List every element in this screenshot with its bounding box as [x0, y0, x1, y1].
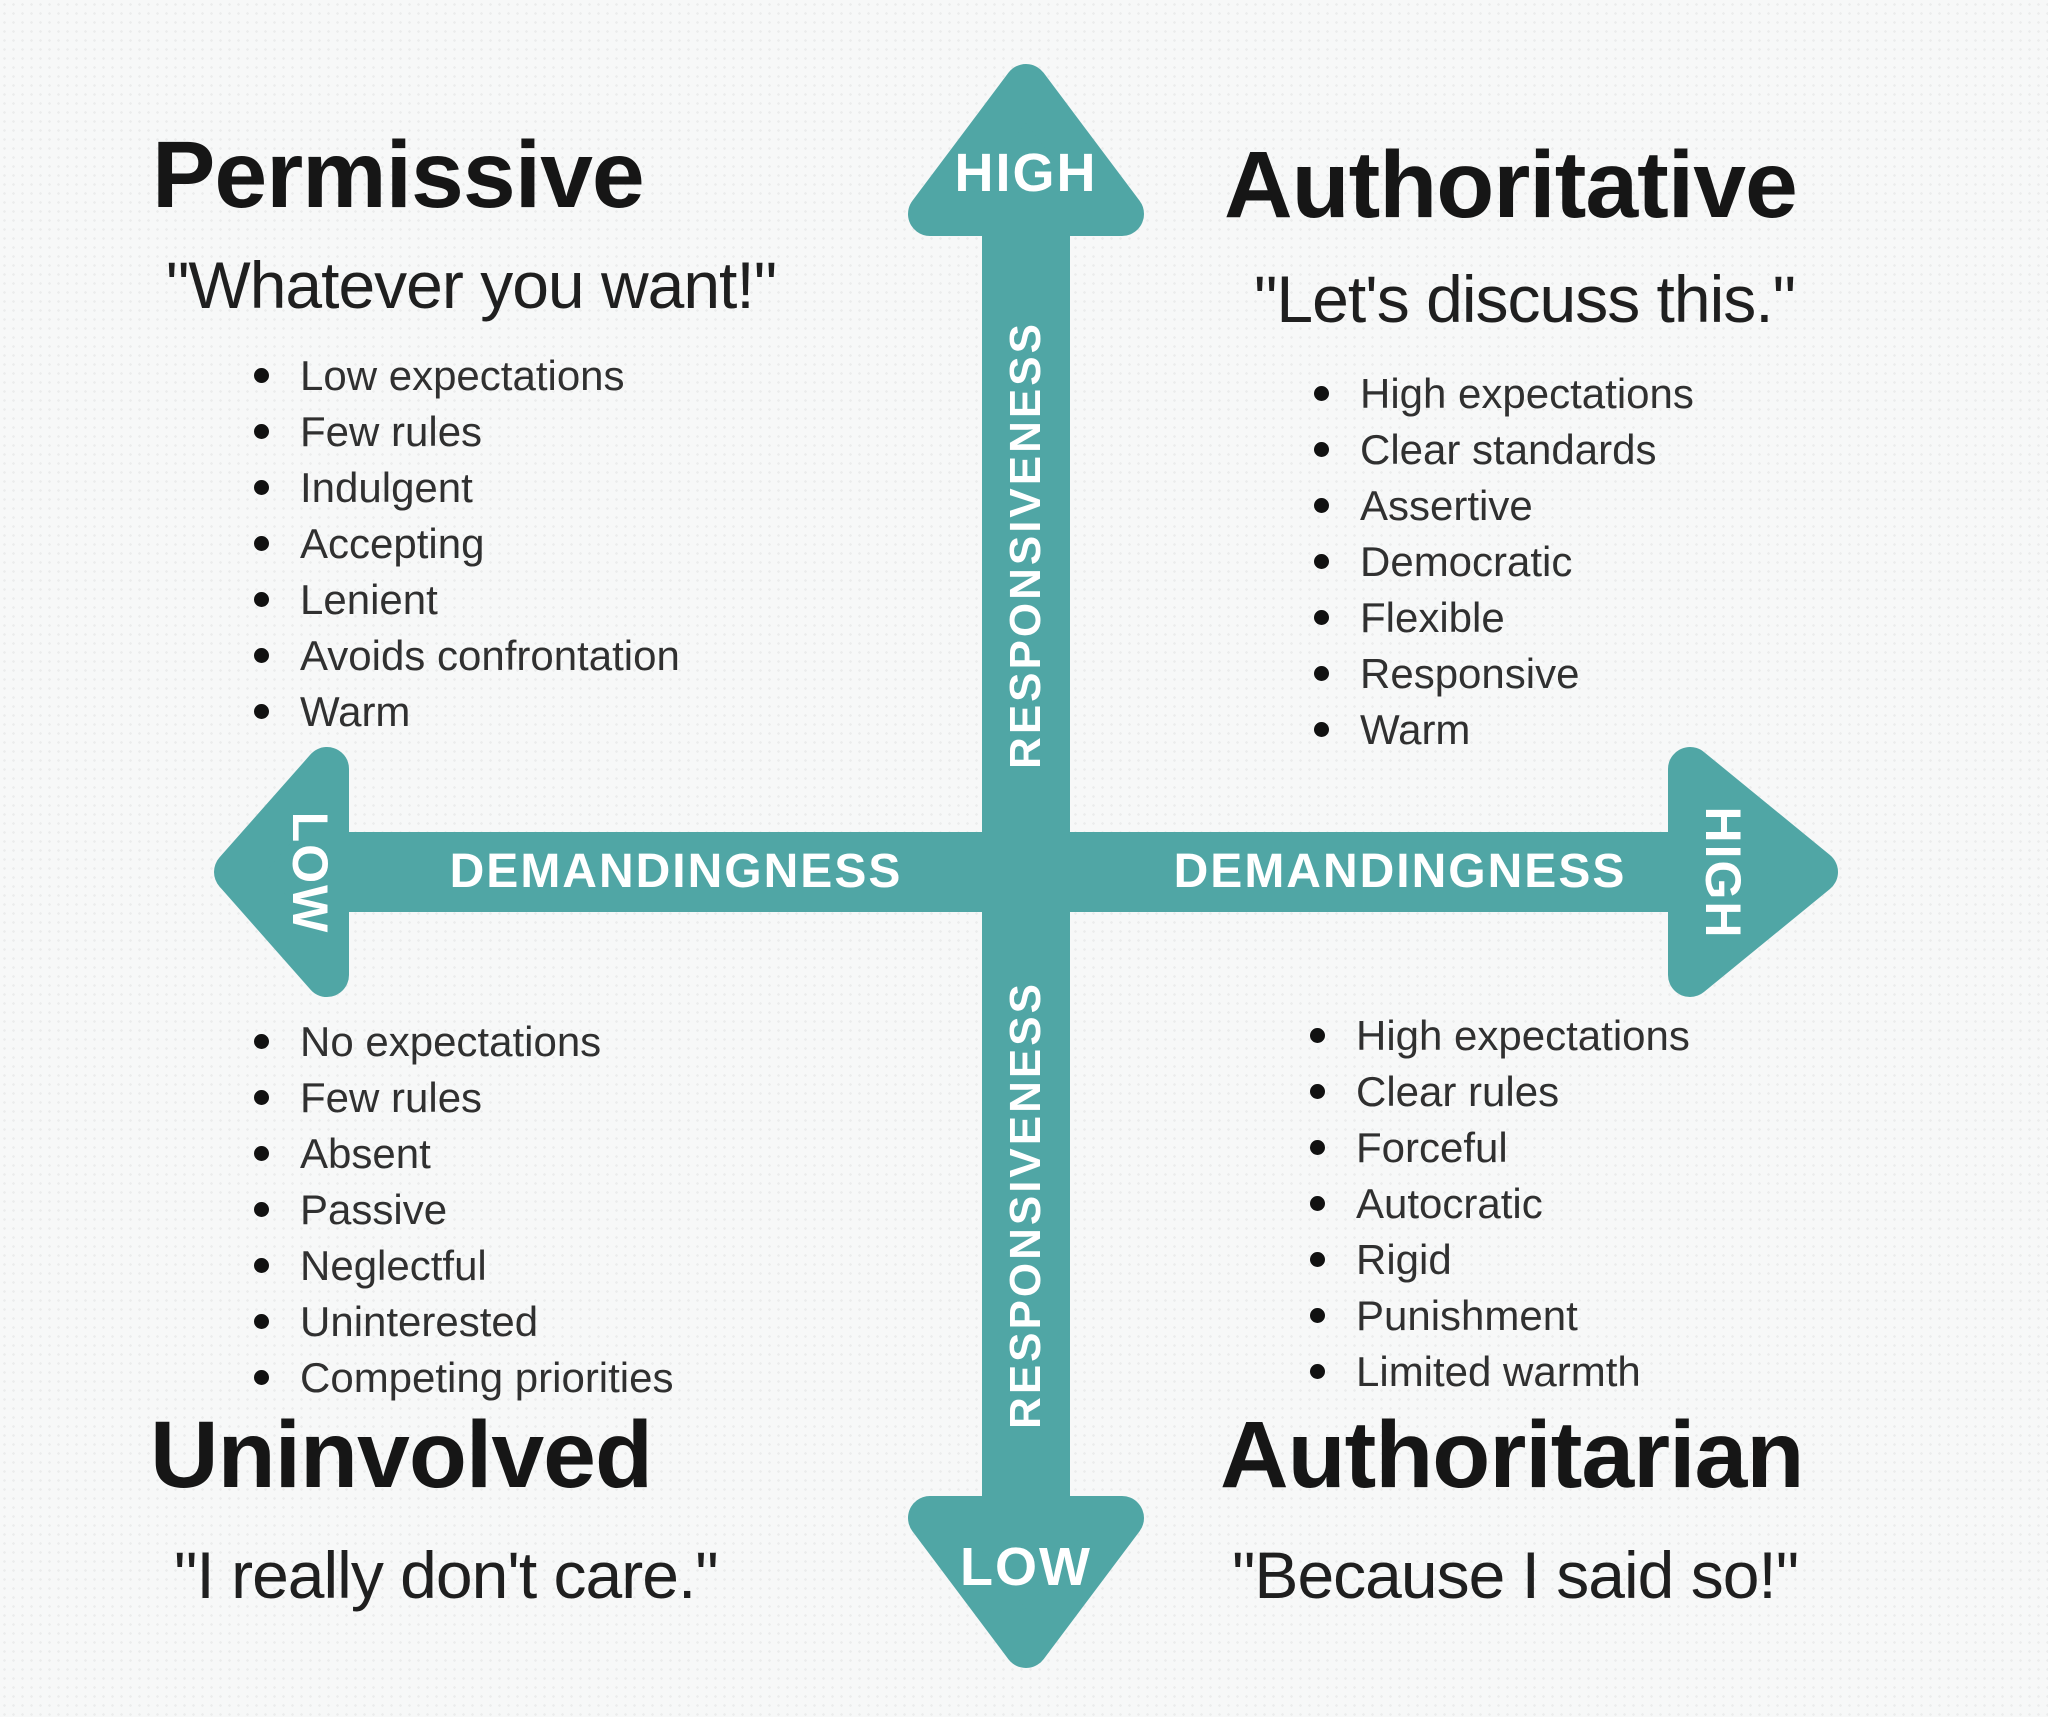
- quadrant-title: Permissive: [152, 122, 645, 228]
- trait-item: Rigid: [1310, 1232, 1690, 1288]
- trait-item: Warm: [1314, 702, 1694, 758]
- quadrant-title: Authoritarian: [1220, 1402, 1804, 1508]
- trait-item: Indulgent: [254, 460, 680, 516]
- arrowhead-left-icon: [214, 747, 349, 997]
- vertical-axis-name-lower: RESPONSIVENESS: [1001, 981, 1050, 1429]
- trait-item: Limited warmth: [1310, 1344, 1690, 1400]
- trait-item: Forceful: [1310, 1120, 1690, 1176]
- quadrant-quote: "I really don't care.": [174, 1538, 719, 1612]
- trait-item: Neglectful: [254, 1238, 674, 1294]
- horizontal-axis-name-right: DEMANDINGNESS: [1173, 845, 1627, 898]
- trait-item: Democratic: [1314, 534, 1694, 590]
- trait-item: Autocratic: [1310, 1176, 1690, 1232]
- trait-item: Avoids confrontation: [254, 628, 680, 684]
- horizontal-axis-high-label: HIGH: [1695, 806, 1751, 940]
- trait-item: Assertive: [1314, 478, 1694, 534]
- vertical-axis-name-upper: RESPONSIVENESS: [1001, 321, 1050, 769]
- trait-item: Competing priorities: [254, 1350, 674, 1406]
- trait-item: Responsive: [1314, 646, 1694, 702]
- trait-item: Few rules: [254, 404, 680, 460]
- trait-item: Accepting: [254, 516, 680, 572]
- trait-item: Clear rules: [1310, 1064, 1690, 1120]
- arrowhead-up-icon: [908, 64, 1144, 236]
- arrowhead-down-icon: [908, 1496, 1144, 1668]
- trait-item: High expectations: [1314, 366, 1694, 422]
- trait-item: Uninterested: [254, 1294, 674, 1350]
- horizontal-axis-bar: [310, 832, 1700, 912]
- trait-item: Low expectations: [254, 348, 680, 404]
- trait-item: Lenient: [254, 572, 680, 628]
- vertical-axis-high-label: HIGH: [954, 143, 1098, 203]
- trait-item: Clear standards: [1314, 422, 1694, 478]
- trait-item: High expectations: [1310, 1008, 1690, 1064]
- horizontal-axis-low-label: LOW: [282, 811, 338, 935]
- trait-item: Flexible: [1314, 590, 1694, 646]
- quadrant-title: Uninvolved: [150, 1402, 653, 1508]
- quadrant-title: Authoritative: [1224, 132, 1798, 238]
- trait-item: Few rules: [254, 1070, 674, 1126]
- trait-item: Absent: [254, 1126, 674, 1182]
- trait-item: Passive: [254, 1182, 674, 1238]
- quadrant-quote: "Let's discuss this.": [1254, 262, 1796, 336]
- quadrant-quote: "Whatever you want!": [166, 248, 777, 322]
- trait-item: Warm: [254, 684, 680, 740]
- quadrant-quote: "Because I said so!": [1232, 1538, 1799, 1612]
- arrowhead-right-icon: [1668, 747, 1838, 997]
- trait-item: No expectations: [254, 1014, 674, 1070]
- vertical-axis-low-label: LOW: [960, 1537, 1092, 1597]
- trait-item: Punishment: [1310, 1288, 1690, 1344]
- horizontal-axis-name-left: DEMANDINGNESS: [449, 845, 903, 898]
